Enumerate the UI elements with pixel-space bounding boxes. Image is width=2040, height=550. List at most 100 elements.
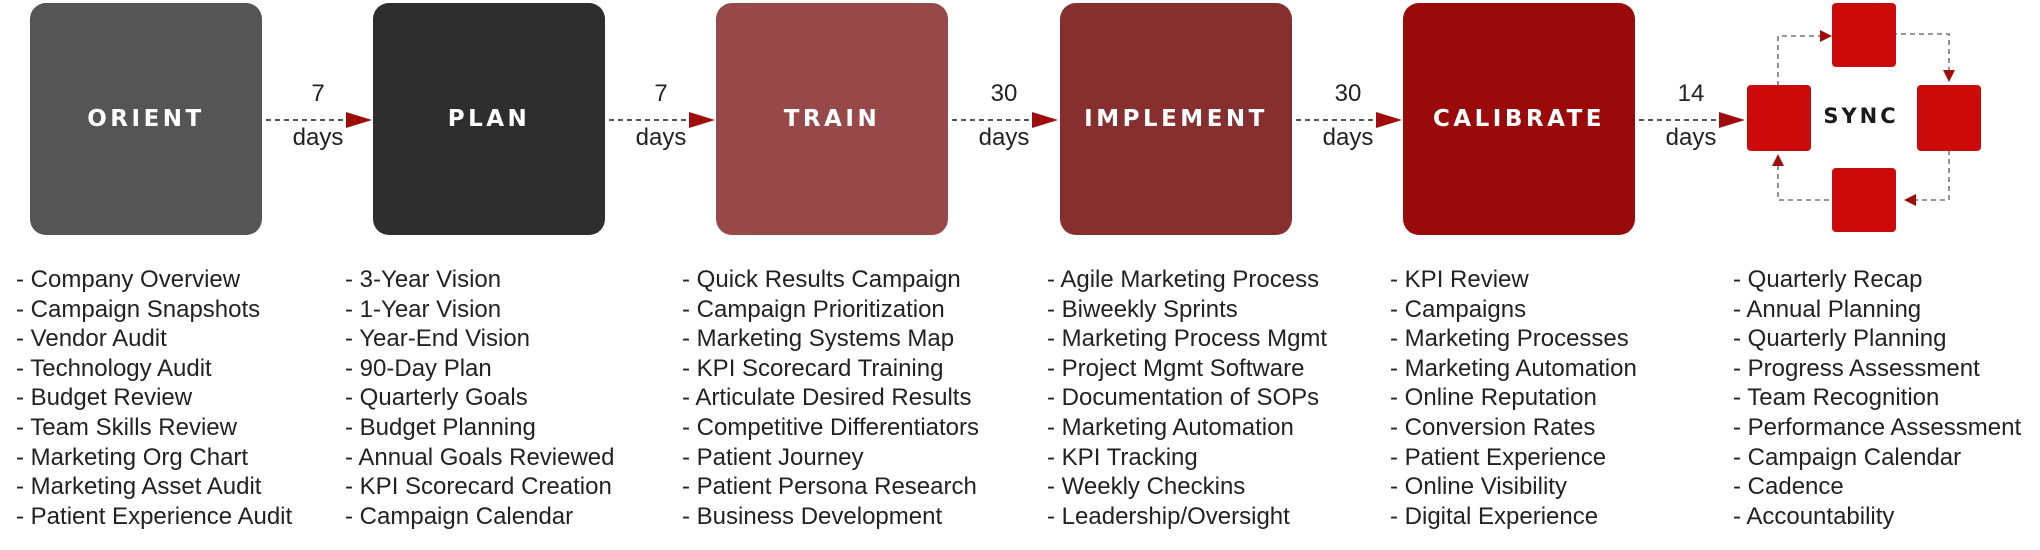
connector-implement-calibrate: 30 days (1292, 80, 1404, 160)
sync-box-left (1747, 85, 1811, 151)
stage-calibrate: CALIBRATE (1403, 3, 1635, 235)
list-item: 1-Year Vision (345, 295, 615, 325)
stage-label: TRAIN (783, 106, 881, 132)
list-item: Biweekly Sprints (1047, 295, 1327, 325)
list-item: Marketing Asset Audit (16, 472, 292, 502)
list-item: Weekly Checkins (1047, 472, 1327, 502)
stage-label: ORIENT (87, 106, 205, 132)
list-item: Campaign Prioritization (682, 295, 979, 325)
list-item: Marketing Process Mgmt (1047, 324, 1327, 354)
list-item: Campaign Calendar (1733, 443, 2021, 473)
list-item: Campaign Snapshots (16, 295, 292, 325)
list-item: Business Development (682, 502, 979, 532)
list-item: Marketing Org Chart (16, 443, 292, 473)
calibrate-activity-list: KPI Review Campaigns Marketing Processes… (1390, 265, 1637, 531)
sync-box-top (1832, 3, 1896, 67)
duration-number: 30 (990, 80, 1018, 107)
list-item: Annual Goals Reviewed (345, 443, 614, 473)
list-item: Company Overview (16, 265, 292, 295)
orient-activity-list: Company Overview Campaign Snapshots Vend… (16, 265, 292, 531)
list-item: Progress Assessment (1733, 354, 2021, 384)
sync-cycle-diagram (1747, 3, 1981, 232)
arrow-right-icon (1639, 112, 1745, 128)
list-item: Annual Planning (1733, 295, 2021, 325)
arrow-right-icon (266, 112, 372, 128)
list-item: Vendor Audit (16, 324, 292, 354)
cycle-arrow-icon (1820, 30, 1832, 42)
list-item: Accountability (1733, 502, 2021, 532)
list-item: 3-Year Vision (345, 265, 615, 295)
list-item: Campaigns (1390, 295, 1637, 325)
list-item: Team Recognition (1733, 383, 2021, 413)
list-item: Articulate Desired Results (682, 383, 979, 413)
list-item: Budget Review (16, 383, 292, 413)
list-item: Performance Assessment (1733, 413, 2021, 443)
list-item: Team Skills Review (16, 413, 292, 443)
list-item: KPI Scorecard Creation (345, 472, 615, 502)
list-item: Quarterly Planning (1733, 324, 2021, 354)
sync-box-bottom (1832, 168, 1896, 232)
duration-unit: days (1665, 124, 1717, 151)
list-item: Conversion Rates (1390, 413, 1637, 443)
stage-implement: IMPLEMENT (1060, 3, 1292, 235)
duration-number: 7 (654, 80, 668, 107)
arrow-right-icon (952, 112, 1058, 128)
connector-orient-plan: 7 days (262, 80, 374, 160)
list-item: Marketing Systems Map (682, 324, 979, 354)
duration-unit: days (635, 124, 687, 151)
list-item: 90-Day Plan (345, 354, 615, 384)
duration-unit: days (978, 124, 1030, 151)
duration-unit: days (1322, 124, 1374, 151)
list-item: KPI Review (1390, 265, 1637, 295)
train-activity-list: Quick Results Campaign Campaign Prioriti… (682, 265, 979, 531)
list-item: Competitive Differentiators (682, 413, 979, 443)
sync-activity-list: Quarterly Recap Annual Planning Quarterl… (1733, 265, 2021, 531)
list-item: Online Reputation (1390, 383, 1637, 413)
duration-number: 14 (1677, 80, 1705, 107)
stage-label: IMPLEMENT (1084, 106, 1268, 132)
list-item: Technology Audit (16, 354, 292, 384)
stage-label: CALIBRATE (1432, 106, 1606, 132)
connector-plan-train: 7 days (605, 80, 717, 160)
list-item: Cadence (1733, 472, 2021, 502)
list-item: Quarterly Goals (345, 383, 615, 413)
duration-unit: days (292, 124, 344, 151)
stage-train: TRAIN (716, 3, 948, 235)
sync-box-right (1917, 85, 1981, 151)
implement-activity-list: Agile Marketing Process Biweekly Sprints… (1047, 265, 1327, 531)
stage-label: SYNC (1823, 104, 1899, 128)
duration-number: 7 (311, 80, 325, 107)
list-item: Budget Planning (345, 413, 615, 443)
stage-orient: ORIENT (30, 3, 262, 235)
list-item: Marketing Processes (1390, 324, 1637, 354)
stage-label: PLAN (447, 106, 531, 132)
list-item: Leadership/Oversight (1047, 502, 1327, 532)
list-item: Quick Results Campaign (682, 265, 979, 295)
list-item: Year-End Vision (345, 324, 615, 354)
plan-activity-list: 3-Year Vision 1-Year Vision Year-End Vis… (345, 265, 615, 532)
list-item: Campaign Calendar (345, 502, 615, 532)
list-item: Patient Experience (1390, 443, 1637, 473)
list-item: Marketing Automation (1390, 354, 1637, 384)
cycle-arrow-icon (1904, 194, 1916, 206)
list-item: Documentation of SOPs (1047, 383, 1327, 413)
list-item: Agile Marketing Process (1047, 265, 1327, 295)
list-item: Marketing Automation (1047, 413, 1327, 443)
list-item: KPI Tracking (1047, 443, 1327, 473)
list-item: Patient Experience Audit (16, 502, 293, 532)
cycle-arrow-icon (1772, 154, 1784, 166)
list-item: Patient Persona Research (682, 472, 979, 502)
list-item: Project Mgmt Software (1047, 354, 1327, 384)
list-item: Patient Journey (682, 443, 979, 473)
arrow-right-icon (609, 112, 715, 128)
list-item: Digital Experience (1390, 502, 1637, 532)
stage-plan: PLAN (373, 3, 605, 235)
list-item: Online Visibility (1390, 472, 1637, 502)
arrow-right-icon (1296, 112, 1402, 128)
connector-train-implement: 30 days (948, 80, 1060, 160)
list-item: Quarterly Recap (1733, 265, 2021, 295)
list-item: KPI Scorecard Training (682, 354, 979, 384)
connector-calibrate-sync: 14 days (1635, 80, 1747, 160)
cycle-arrow-icon (1943, 70, 1955, 82)
duration-number: 30 (1334, 80, 1362, 107)
